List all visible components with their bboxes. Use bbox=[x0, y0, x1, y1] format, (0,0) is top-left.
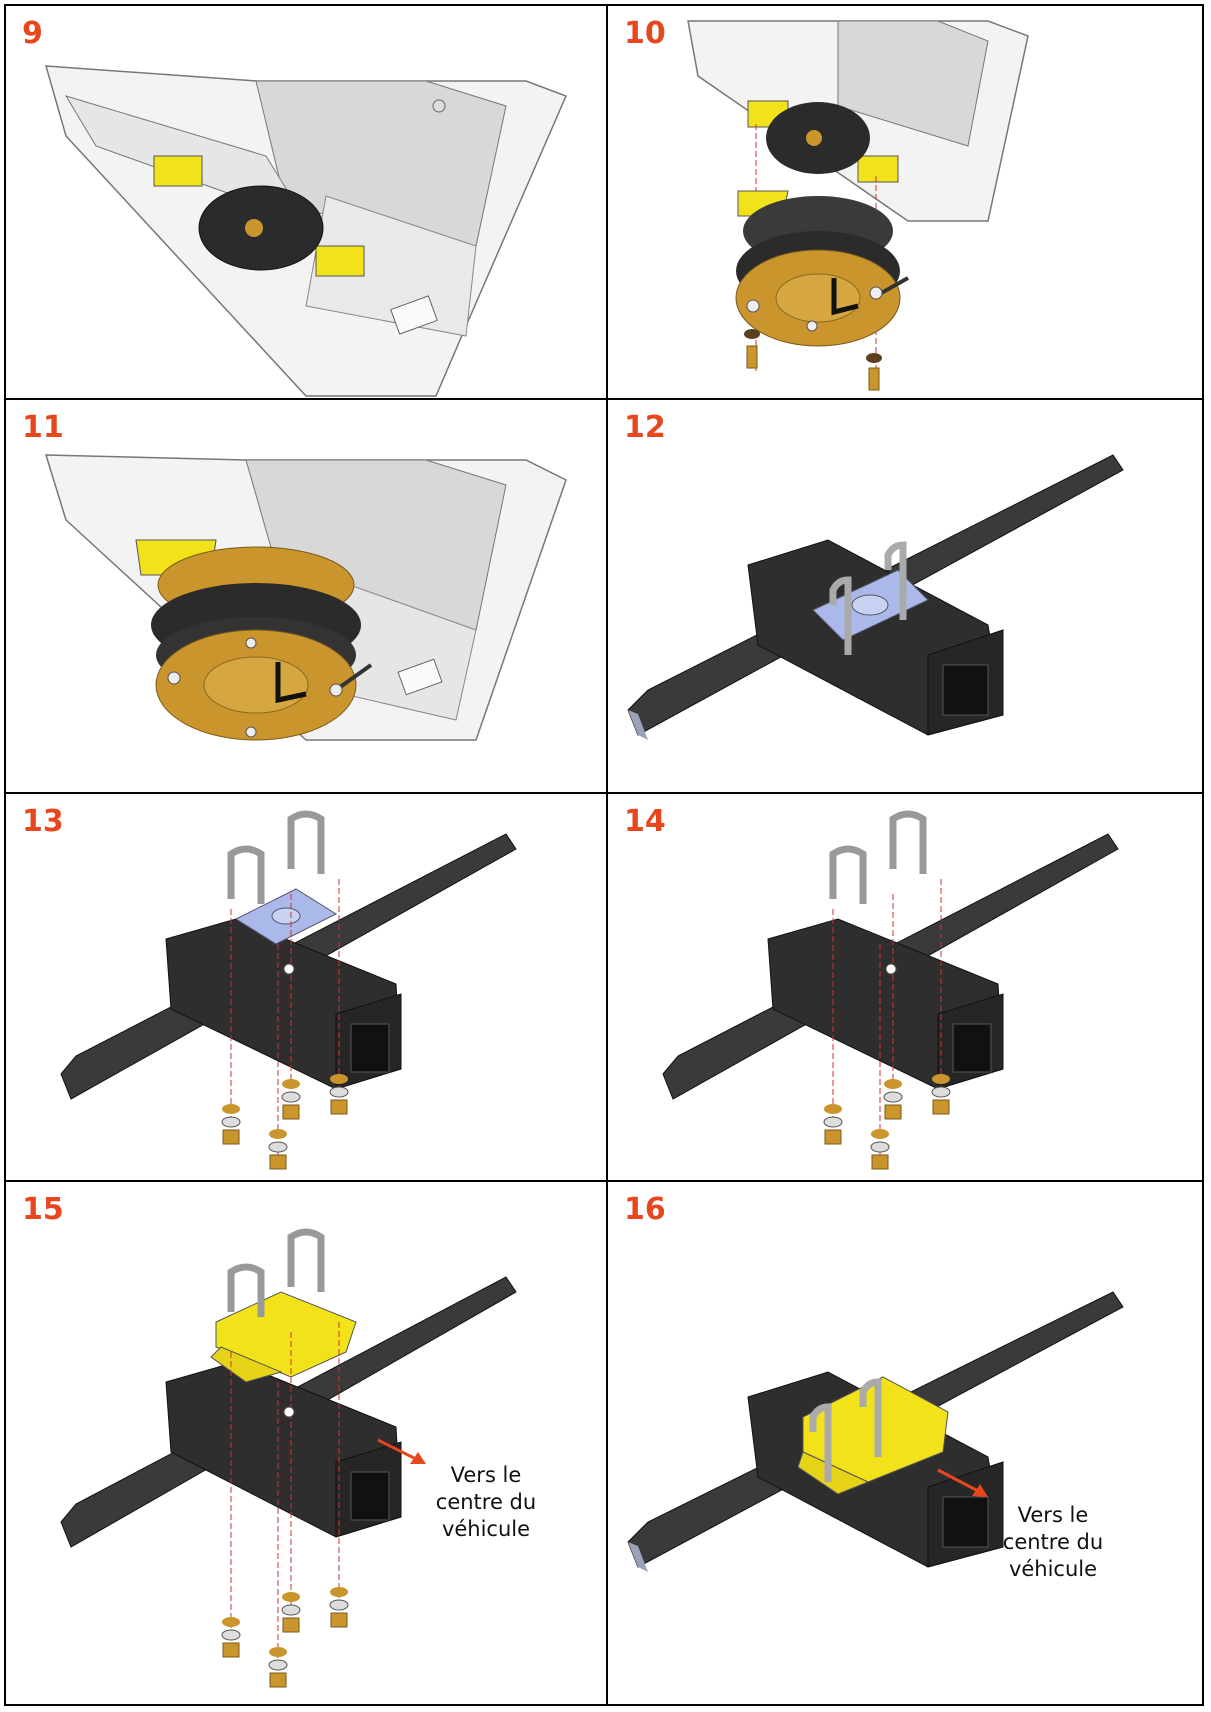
row-divider bbox=[6, 398, 1202, 400]
row-divider bbox=[6, 792, 1202, 794]
step-number: 15 bbox=[22, 1192, 64, 1227]
direction-note: Vers le centre du véhicule bbox=[411, 1462, 561, 1543]
frame-with-bumper-illustration bbox=[44, 65, 568, 397]
step-number: 14 bbox=[624, 804, 666, 839]
step-number: 9 bbox=[22, 16, 43, 51]
note-line: centre du bbox=[435, 1490, 537, 1514]
instruction-sheet: 9 10 bbox=[4, 4, 1204, 1706]
step-number: 11 bbox=[22, 410, 64, 445]
panel-step-13: 13 bbox=[6, 794, 604, 1180]
nut-washer-stack bbox=[823, 1074, 951, 1170]
u-bolt-alignment-illustration bbox=[662, 810, 1119, 1170]
column-divider bbox=[606, 6, 608, 1704]
panel-step-15: 15 Ver bbox=[6, 1182, 604, 1704]
note-line: centre du bbox=[1002, 1530, 1104, 1554]
bellows-mounting-illustration bbox=[687, 20, 1029, 391]
nut-washer-stack bbox=[221, 1074, 349, 1170]
bracket-installed-illustration bbox=[627, 1291, 1124, 1572]
panel-step-9: 9 bbox=[6, 6, 604, 398]
panel-step-11: 11 bbox=[6, 400, 604, 792]
leaf-spring-with-plate-illustration bbox=[627, 454, 1124, 740]
nut-washer-stack bbox=[221, 1587, 349, 1688]
panel-step-12: 12 bbox=[608, 400, 1206, 792]
bellows-installed-illustration bbox=[44, 454, 567, 741]
panel-step-16: 16 Vers le centre du véhicule bbox=[608, 1182, 1206, 1704]
note-line: véhicule bbox=[441, 1517, 531, 1541]
u-bolt-removal-illustration bbox=[60, 810, 517, 1170]
step-number: 13 bbox=[22, 804, 64, 839]
note-line: Vers le bbox=[450, 1463, 522, 1487]
note-line: véhicule bbox=[1008, 1557, 1098, 1581]
step-number: 16 bbox=[624, 1192, 666, 1227]
step-number: 10 bbox=[624, 16, 666, 51]
bracket-placement-illustration bbox=[60, 1228, 517, 1688]
direction-note: Vers le centre du véhicule bbox=[978, 1502, 1128, 1583]
arrow-icon bbox=[937, 1468, 988, 1497]
panel-step-14: 14 bbox=[608, 794, 1206, 1180]
panel-step-10: 10 bbox=[608, 6, 1206, 398]
note-line: Vers le bbox=[1017, 1503, 1089, 1527]
row-divider bbox=[6, 1180, 1202, 1182]
step-number: 12 bbox=[624, 410, 666, 445]
arrow-icon bbox=[377, 1438, 426, 1464]
